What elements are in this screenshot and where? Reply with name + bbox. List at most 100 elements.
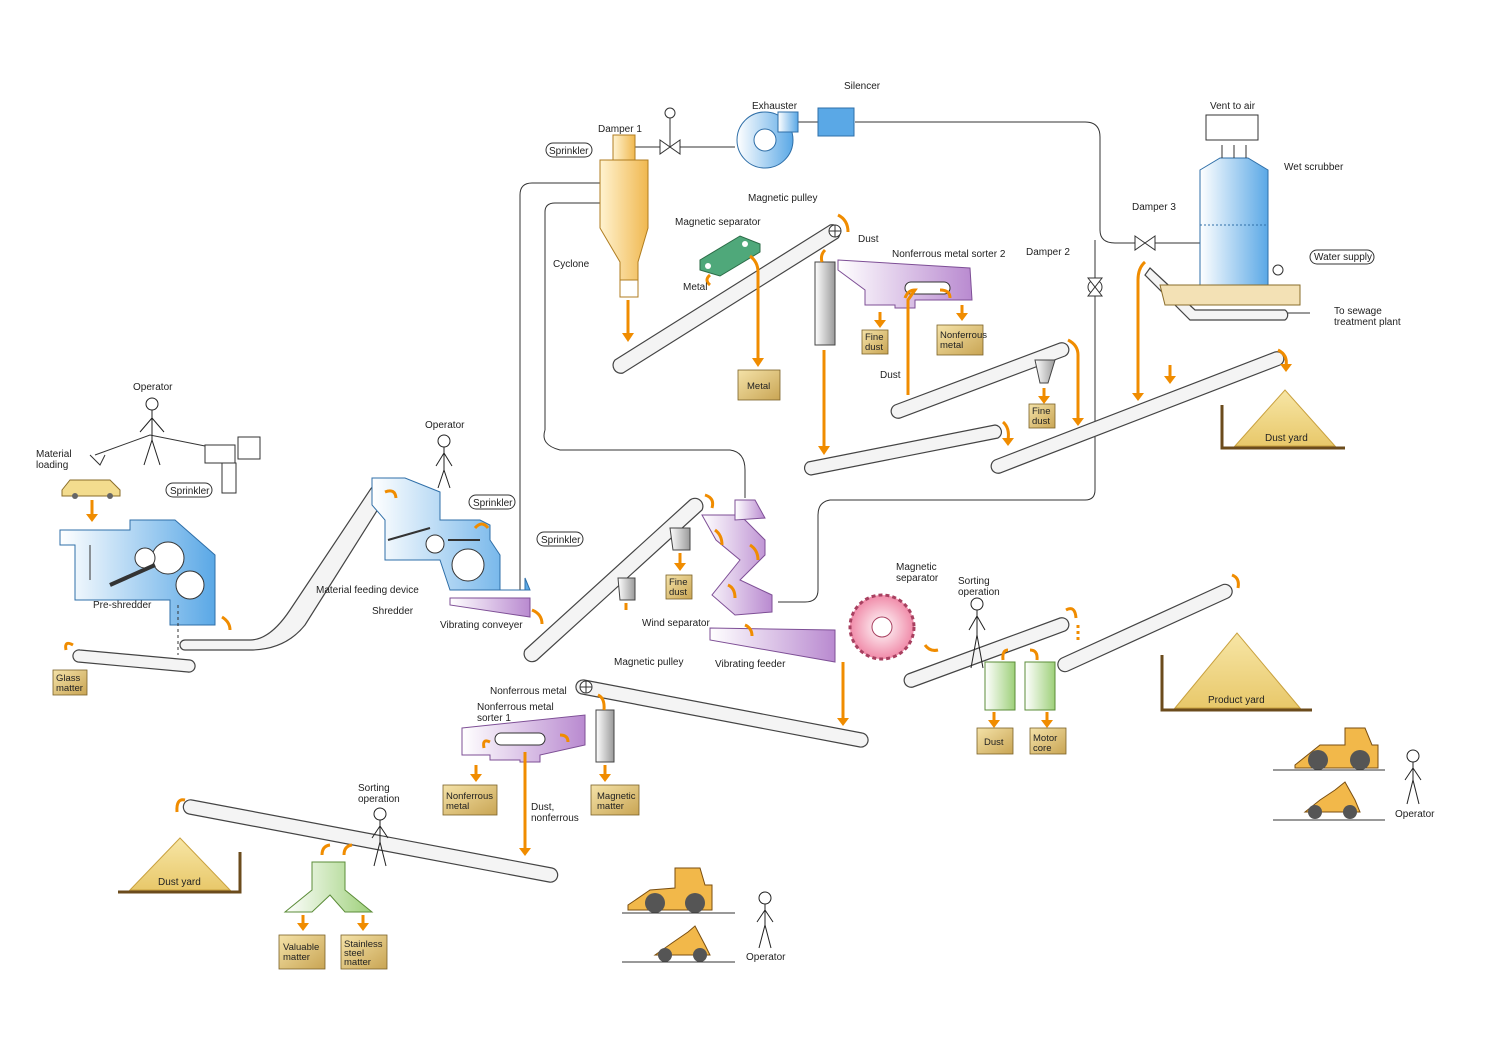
label-dust-2: Dust bbox=[880, 370, 901, 381]
label-operator-3: Operator bbox=[1395, 809, 1435, 820]
operator-figure-2 bbox=[435, 434, 453, 489]
conveyor-glass bbox=[72, 649, 196, 673]
wind-separator bbox=[701, 499, 773, 616]
label-pre-shredder: Pre-shredder bbox=[93, 600, 152, 611]
magnetic-matter-box bbox=[590, 784, 640, 816]
conveyor-belts bbox=[72, 224, 1289, 883]
magnetic-separator-1 bbox=[699, 235, 761, 277]
conveyor-magnetic-pulley-2 bbox=[575, 679, 869, 748]
wheel-loader-icon-3 bbox=[622, 867, 735, 914]
product-yard bbox=[1160, 632, 1312, 712]
label-wind-separator: Wind separator bbox=[642, 618, 710, 629]
operator-figure-5 bbox=[371, 807, 389, 867]
label-magnetic-pulley-2: Magnetic pulley bbox=[614, 657, 683, 668]
damper-2-valve bbox=[1086, 277, 1104, 297]
label-vent-to-air: Vent to air bbox=[1210, 101, 1256, 112]
conveyor-dust-2 bbox=[890, 342, 1070, 419]
sorting-hopper-2 bbox=[283, 861, 374, 913]
conveyor-sorting-2 bbox=[182, 799, 559, 883]
label-operator-2: Operator bbox=[425, 420, 465, 431]
conveyor-wind-separator bbox=[523, 497, 704, 663]
nonferrous-sorter-1 bbox=[461, 714, 586, 763]
callout-outlines bbox=[165, 142, 1375, 547]
operator-figure-1 bbox=[139, 397, 165, 466]
scrubber-channel bbox=[1144, 267, 1289, 321]
shredder bbox=[371, 477, 531, 591]
conveyor-dust-1 bbox=[803, 424, 1003, 476]
label-metal: Metal bbox=[683, 282, 707, 293]
output-boxes bbox=[52, 324, 1067, 970]
magnetic-separator-2 bbox=[848, 593, 916, 661]
label-operator-4: Operator bbox=[746, 952, 786, 963]
label-dust-yard-1: Dust yard bbox=[1265, 433, 1308, 444]
nonferrous-metal-box-1 bbox=[936, 324, 984, 356]
label-dust-nonferrous: Dust,nonferrous bbox=[531, 802, 579, 824]
dust-box bbox=[976, 727, 1014, 755]
sorting-hopper-1 bbox=[984, 661, 1056, 711]
dust-yard-2 bbox=[118, 837, 242, 894]
fine-dust-box-3 bbox=[665, 574, 693, 600]
label-wet-scrubber: Wet scrubber bbox=[1284, 162, 1344, 173]
label-sprinkler-3: Sprinkler bbox=[549, 146, 589, 157]
label-nonferrous-metal: Nonferrous metal bbox=[490, 686, 567, 697]
dust-yard-1 bbox=[1220, 389, 1345, 450]
operator-figure-6 bbox=[756, 891, 774, 949]
label-sprinkler-4: Sprinkler bbox=[541, 535, 581, 546]
vibrating-conveyer bbox=[449, 597, 531, 618]
operator-figure-4 bbox=[1404, 749, 1422, 805]
label-exhauster: Exhauster bbox=[752, 101, 798, 112]
car-icon bbox=[61, 479, 121, 499]
label-silencer: Silencer bbox=[844, 81, 881, 92]
label-magnetic-pulley-1: Magnetic pulley bbox=[748, 193, 817, 204]
label-damper-2: Damper 2 bbox=[1026, 247, 1070, 258]
label-nonferrous-sorter-2: Nonferrous metal sorter 2 bbox=[892, 249, 1006, 260]
label-damper-1: Damper 1 bbox=[598, 124, 642, 135]
wheel-loader-icon-2 bbox=[1273, 781, 1385, 821]
motor-core-box bbox=[1029, 727, 1067, 755]
wheel-loader-icon-4 bbox=[622, 925, 735, 963]
glass-matter-box bbox=[52, 669, 88, 696]
label-material-feeding-device: Material feeding device bbox=[316, 585, 419, 596]
label-dust-1: Dust bbox=[858, 234, 879, 245]
label-sprinkler-1: Sprinkler bbox=[170, 486, 210, 497]
damper-3-valve bbox=[1134, 235, 1156, 251]
conveyor-sorting-1 bbox=[903, 617, 1070, 688]
flow-arrows bbox=[64, 213, 1292, 931]
vibrating-feeder bbox=[709, 627, 836, 663]
fine-dust-box-2 bbox=[1028, 403, 1056, 429]
label-damper-3: Damper 3 bbox=[1132, 202, 1176, 213]
grey-chute-2 bbox=[1034, 359, 1056, 384]
label-dust-yard-2: Dust yard bbox=[158, 877, 201, 888]
magnetic-pulley-2 bbox=[579, 680, 615, 763]
exhauster bbox=[736, 111, 799, 169]
label-cyclone: Cyclone bbox=[553, 259, 590, 270]
metal-box bbox=[737, 369, 781, 401]
wet-scrubber bbox=[1159, 114, 1301, 306]
magnetic-pulley-1 bbox=[828, 224, 842, 238]
damper-1-valve bbox=[659, 107, 681, 155]
label-shredder: Shredder bbox=[372, 606, 414, 617]
label-vibrating-feeder: Vibrating feeder bbox=[715, 659, 786, 670]
wheel-loader-icon-1 bbox=[1273, 727, 1385, 771]
pre-shredder bbox=[59, 519, 216, 655]
crane-icon bbox=[89, 434, 261, 494]
operator-figure-3 bbox=[968, 597, 986, 669]
label-operator-1: Operator bbox=[133, 382, 173, 393]
label-dust-box: Dust bbox=[984, 737, 1004, 748]
cyclone bbox=[599, 134, 649, 298]
